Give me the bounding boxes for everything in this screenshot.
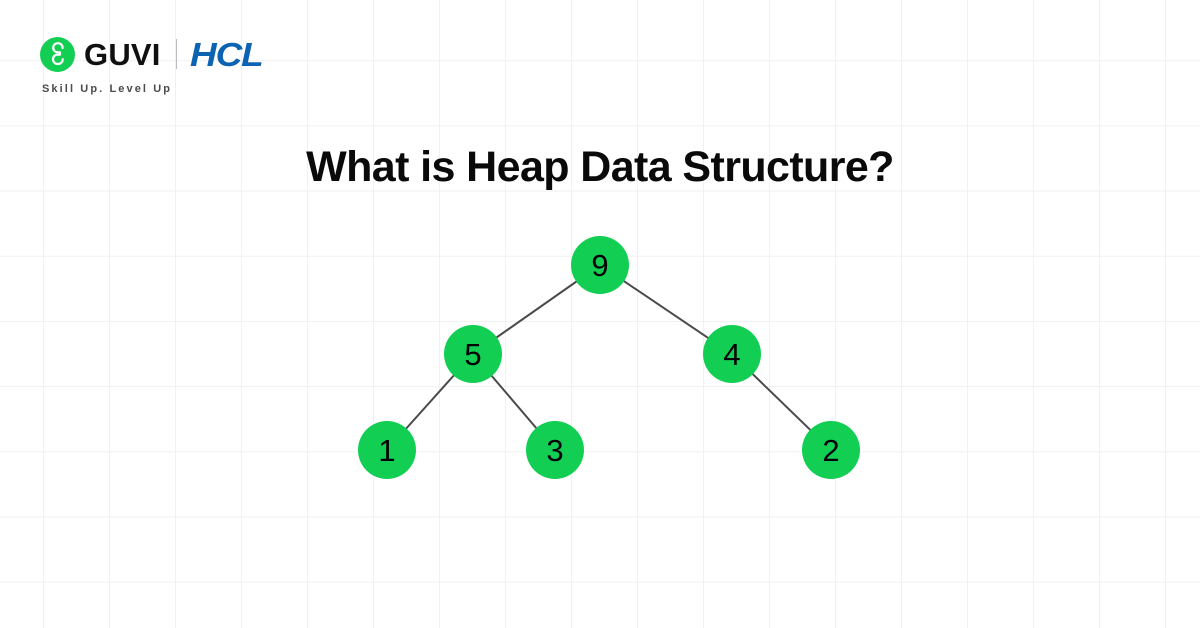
tree-edge <box>404 373 456 431</box>
hcl-wordmark: HCL <box>189 35 264 73</box>
tree-node-label: 5 <box>464 336 482 372</box>
tree-node-5[interactable]: 5 <box>444 325 502 383</box>
tree-node-2[interactable]: 2 <box>802 421 860 479</box>
tree-node-3[interactable]: 3 <box>526 421 584 479</box>
tree-edge <box>750 371 813 433</box>
tree-node-label: 9 <box>591 247 609 283</box>
tree-node-4[interactable]: 4 <box>703 325 761 383</box>
brand-divider <box>175 39 177 69</box>
tree-node-label: 4 <box>723 336 741 372</box>
tree-edge <box>494 279 579 340</box>
brand-row: GUVI HCL <box>40 34 263 74</box>
tree-node-9[interactable]: 9 <box>571 236 629 294</box>
tree-node-label: 1 <box>378 432 396 468</box>
guvi-wordmark: GUVI <box>84 36 161 72</box>
brand-lockup: GUVI HCL Skill Up. Level Up <box>40 34 263 95</box>
guvi-g-mark-icon <box>40 36 75 72</box>
brand-tagline: Skill Up. Level Up <box>42 83 173 95</box>
tree-edge <box>489 373 539 431</box>
tree-edge <box>621 279 711 340</box>
tree-node-1[interactable]: 1 <box>358 421 416 479</box>
page-title: What is Heap Data Structure? <box>306 143 894 191</box>
tree-node-label: 2 <box>822 432 840 468</box>
tree-node-label: 3 <box>546 432 564 468</box>
